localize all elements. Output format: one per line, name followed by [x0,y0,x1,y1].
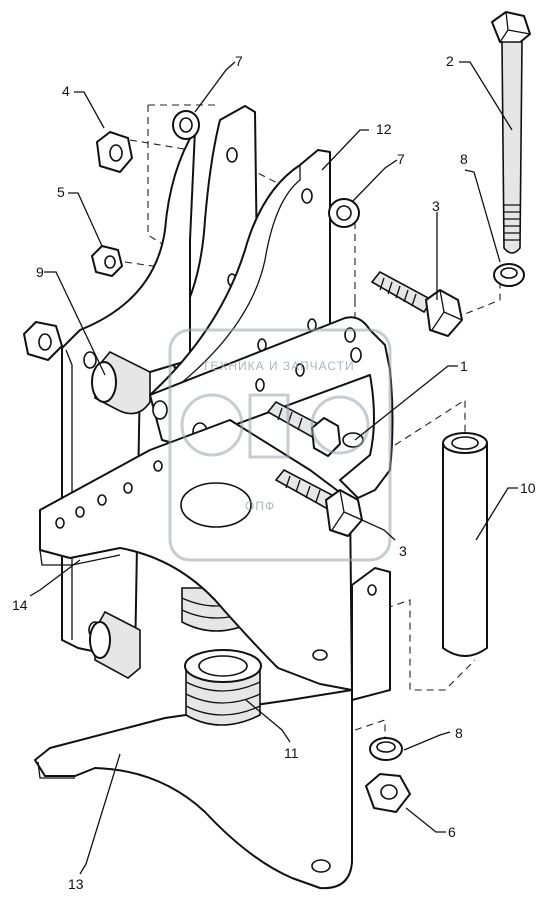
callout-1: 1 [460,358,468,374]
callout-7-top: 7 [235,53,243,69]
callout-3-upper: 3 [432,198,440,214]
part-7-washer-upper [172,110,200,140]
part-9-spacer-lower [89,610,141,679]
callout-9: 9 [36,264,44,280]
callout-14: 14 [12,597,28,613]
watermark-text: ТЕХНИКА И ЗАПЧАСТИ [202,359,355,373]
part-11-bushing-lower [184,649,262,726]
callout-8-lower: 8 [455,725,463,741]
watermark-logo: ТЕХНИКА И ЗАПЧАСТИ ОПФ [168,328,392,562]
part-13-base-plate [34,689,353,890]
watermark-letters: ОПФ [245,499,275,513]
part-13-side-plate [351,567,391,701]
part-3-bolt-middle [266,400,341,457]
callout-13: 13 [68,876,84,892]
part-10-pin [442,432,488,657]
callout-12: 12 [376,121,392,137]
callout-11: 11 [284,745,299,761]
callout-7-right: 7 [397,151,405,167]
part-14-main-plate [39,419,353,691]
part-5-nut [91,245,123,277]
callout-labels: 1 2 3 3 4 5 6 7 7 8 8 9 10 11 12 13 14 [12,53,536,892]
callout-2: 2 [446,53,454,69]
callout-8-top: 8 [460,151,468,167]
part-8-lock-washer-lower [369,737,403,761]
callout-6: 6 [448,824,456,840]
part-6-nut [365,773,411,813]
callout-3-lower: 3 [399,543,407,559]
part-2-long-bolt [491,11,531,254]
part-8-lock-washer-upper [493,263,525,287]
callout-4: 4 [62,83,70,99]
part-3-bolt-upper [370,270,463,337]
leader-lines [29,61,518,875]
part-nut-left [23,321,63,361]
part-9-spacer [91,351,151,415]
callout-5: 5 [57,184,65,200]
callout-10: 10 [520,480,536,496]
part-7-washer-right [328,198,360,228]
part-4-nut [96,131,133,173]
